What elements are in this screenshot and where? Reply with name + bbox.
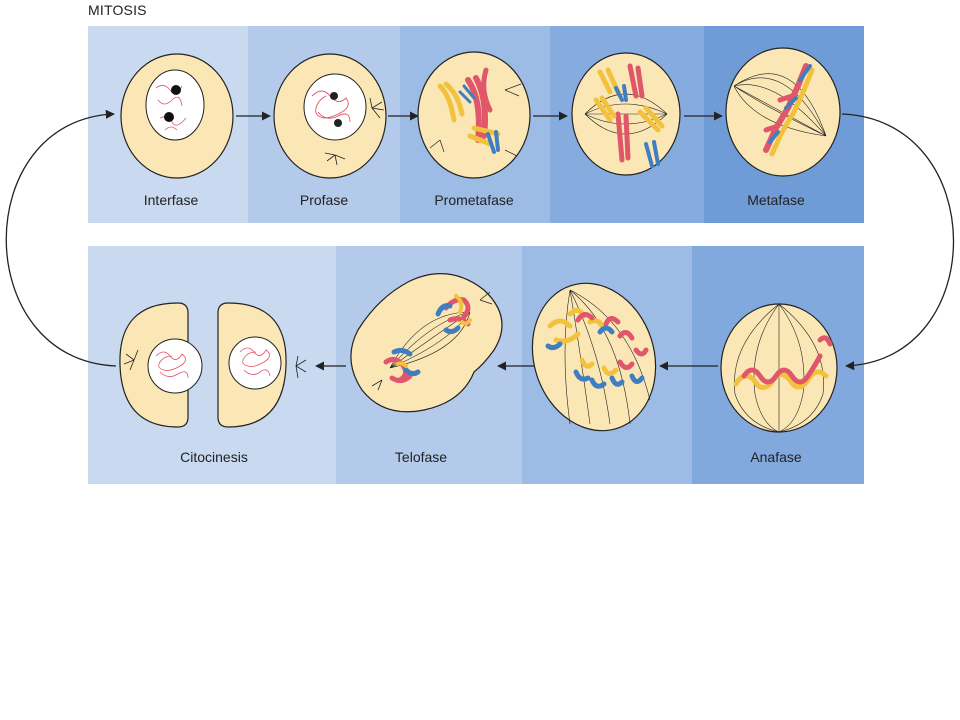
cell-profase bbox=[273, 53, 387, 179]
aster bbox=[324, 97, 385, 166]
label-profase: Profase bbox=[300, 192, 348, 208]
cell-prometafase bbox=[417, 51, 531, 179]
label-metafase: Metafase bbox=[747, 192, 805, 208]
label-telofase: Telofase bbox=[395, 449, 447, 465]
label-anafase: Anafase bbox=[750, 449, 802, 465]
cell-late-prometafase bbox=[571, 52, 681, 176]
flow-arrows bbox=[5, 109, 955, 371]
arrow-metafase-anafase bbox=[841, 113, 955, 371]
cell-citocinesis bbox=[119, 302, 307, 428]
cell-telofase bbox=[350, 273, 503, 413]
nucleus bbox=[145, 69, 205, 141]
nucleus bbox=[228, 336, 282, 390]
cell-metafase bbox=[725, 47, 841, 177]
cell-anafase bbox=[720, 303, 838, 433]
cell-late-anafase bbox=[531, 282, 657, 432]
aster bbox=[123, 349, 307, 379]
label-prometafase: Prometafase bbox=[434, 192, 514, 208]
label-citocinesis: Citocinesis bbox=[180, 449, 248, 465]
nucleus bbox=[147, 338, 203, 394]
arrow-citocinesis-interfase bbox=[5, 109, 117, 367]
label-interfase: Interfase bbox=[144, 192, 199, 208]
cell-interfase bbox=[120, 53, 234, 179]
diagram-title: MITOSIS bbox=[88, 2, 147, 18]
nucleus bbox=[303, 73, 367, 141]
